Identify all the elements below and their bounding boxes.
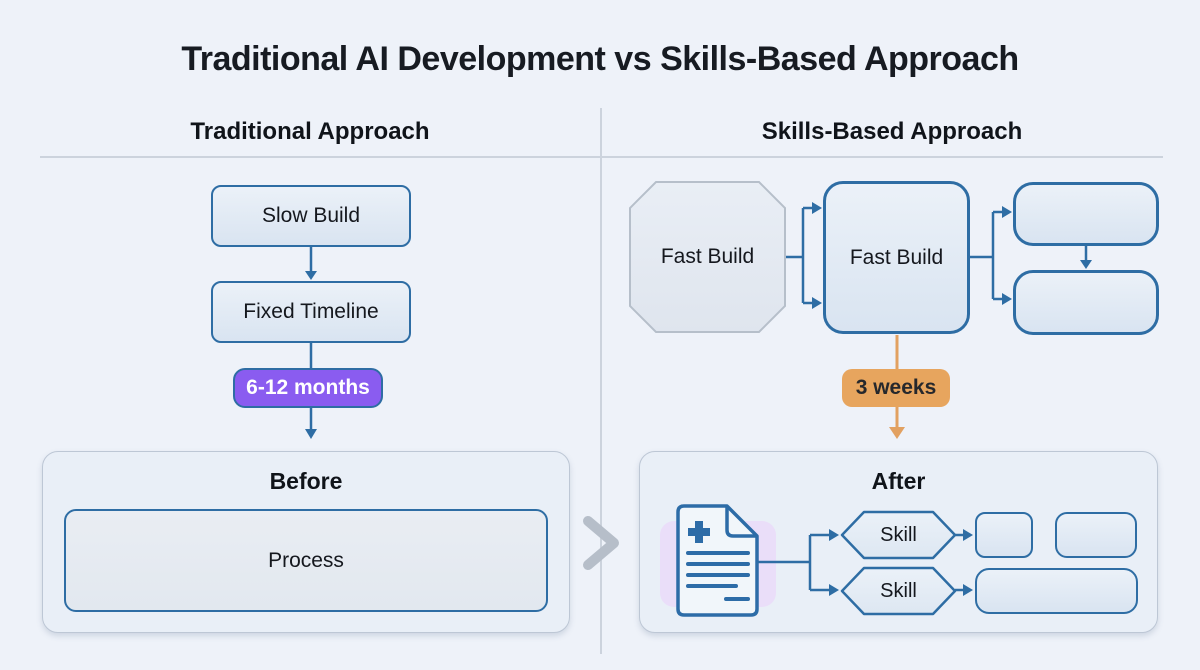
duration-badge-skills: 3 weeks [842,369,950,407]
before-panel-title: Before [269,468,343,494]
skills-column-header: Skills-Based Approach [761,118,1023,145]
output-node-bottom [1013,270,1159,335]
skill-label-1: Skill [880,523,917,546]
fixed-timeline-node: Fixed Timeline [211,281,411,343]
column-divider-line [600,108,602,654]
traditional-column-header: Traditional Approach [190,118,430,145]
page-title: Traditional AI Development vs Skills-Bas… [181,40,1019,78]
slow-build-node: Slow Build [211,185,411,247]
document-icon-backdrop [660,521,776,607]
process-node: Process [64,509,548,612]
duration-badge-traditional: 6-12 months [233,368,383,408]
output-node-top [1013,182,1159,246]
skill-label-2: Skill [880,579,917,602]
after-panel-title: After [871,468,926,494]
skill-output-node-wide [975,568,1138,614]
skill-output-node-2 [1055,512,1137,558]
header-divider-line [40,156,1163,158]
fast-build-source-label: Fast Build [660,245,755,268]
skill-output-node-1 [975,512,1033,558]
fast-build-node: Fast Build [823,181,970,334]
